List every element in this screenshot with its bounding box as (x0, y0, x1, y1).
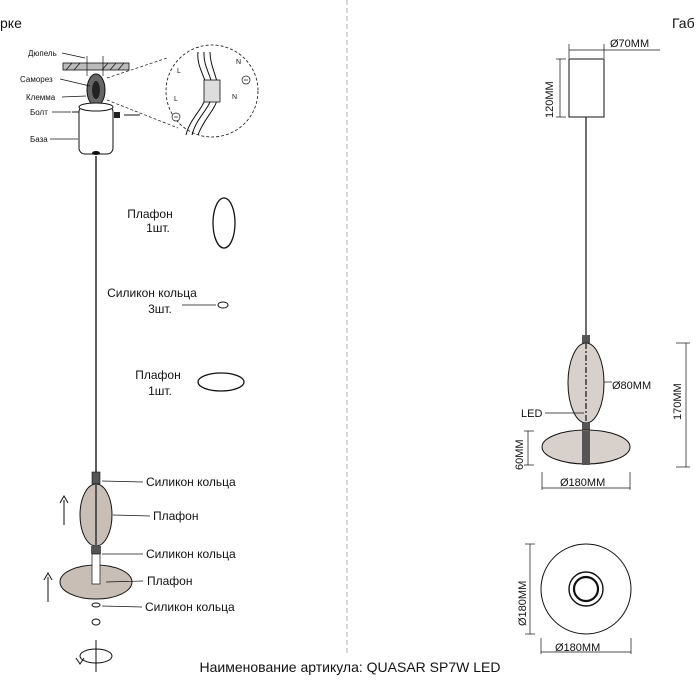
part-shade-2-qty: 1шт. (148, 384, 172, 398)
callout-terminal: Клемма (26, 93, 56, 102)
right-header-partial: Габ (672, 15, 695, 31)
dim-total-height: 170MM (672, 383, 684, 420)
part-shade-2-label: Плафон (135, 368, 180, 382)
dim-shade-diameter: Ø80MM (612, 380, 651, 392)
dim-top-view-width: Ø180MM (555, 642, 600, 654)
dim-top-view-height: Ø180MM (517, 581, 529, 626)
wire-label-l-top: L (177, 68, 181, 75)
assembled-ring-top-label: Силикон кольца (146, 475, 236, 489)
assembly-panel: Дюпель Саморез Клемма Болт База L N L N (20, 44, 259, 672)
callout-screw: Саморез (20, 75, 53, 84)
dim-disc-height: 60MM (514, 439, 526, 470)
article-name: Наименование артикула: QUASAR SP7W LED (200, 659, 501, 675)
rotate-icon (75, 640, 113, 672)
assembled-ring-mid-label: Силикон кольца (146, 547, 236, 561)
dim-canopy (568, 58, 605, 118)
left-header-partial: рке (0, 15, 22, 31)
ground-icon (241, 75, 251, 85)
ground-icon (171, 112, 181, 122)
part-rings-label: Силикон кольца (107, 286, 197, 300)
assembled-ring-bottom-label: Силикон кольца (145, 600, 235, 614)
callout-bolt: Болт (30, 108, 48, 117)
dim-canopy-diameter: Ø70MM (610, 38, 649, 50)
up-arrow-icon (59, 494, 69, 525)
oval-shade-part (212, 197, 236, 249)
dim-disc-diameter: Ø180MM (560, 477, 605, 489)
ceiling-plate (62, 62, 130, 71)
part-rings-qty: 3шт. (148, 302, 172, 316)
ring-part (217, 301, 229, 309)
callout-base: База (30, 135, 48, 144)
part-shade-1-label: Плафон (127, 207, 172, 221)
dimensions-panel: Ø70MM 120MM Ø80MM 170MM LED 60MM (514, 38, 690, 654)
dim-led-label: LED (521, 408, 542, 420)
up-arrow-icon (43, 571, 53, 602)
part-shade-1-qty: 1шт. (146, 221, 170, 235)
assembled-shade-lower-label: Плафон (147, 574, 192, 588)
callout-dowel: Дюпель (28, 49, 57, 58)
wire-label-l-mid: L (174, 96, 178, 103)
wire-label-n-mid: N (232, 94, 237, 101)
disc-shade-part (197, 372, 245, 392)
dim-canopy-height: 120MM (544, 81, 556, 118)
base-canopy (78, 105, 114, 155)
assembled-shade-upper-label: Плафон (153, 509, 198, 523)
wire-label-n-top: N (236, 59, 241, 66)
